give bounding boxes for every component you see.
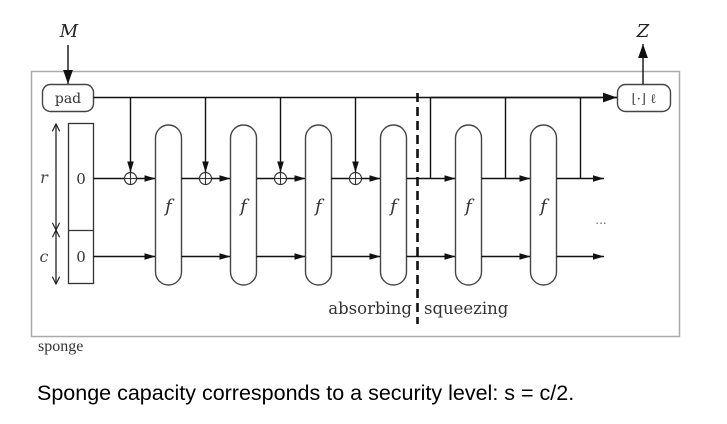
permutation-f-box xyxy=(379,124,408,286)
truncate-label: ⌊·⌋ ℓ xyxy=(632,92,657,107)
absorbing-label: absorbing xyxy=(328,299,412,318)
squeezing-label: squeezing xyxy=(424,299,509,318)
capacity-label: c xyxy=(40,247,49,266)
permutation-f-box xyxy=(529,124,558,286)
pad-label: pad xyxy=(55,91,81,107)
permutation-f-box xyxy=(154,124,183,286)
state-capacity-zero: 0 xyxy=(76,248,86,266)
initial-state: 0 0 xyxy=(67,122,95,285)
input-label-m: M xyxy=(59,21,79,42)
caption-text: Sponge capacity corresponds to a securit… xyxy=(37,381,575,405)
truncate-box: ⌊·⌋ ℓ xyxy=(616,83,672,113)
figure-label: sponge xyxy=(38,338,84,355)
permutation-f-box xyxy=(304,124,333,286)
sponge-frame xyxy=(30,70,681,338)
state-rate-zero: 0 xyxy=(76,170,86,188)
permutation-f-box xyxy=(454,124,483,286)
pad-box: pad xyxy=(41,83,95,113)
permutation-f-box xyxy=(229,124,258,286)
continuation-ellipsis: ... xyxy=(595,213,606,227)
output-label-z: Z xyxy=(636,21,650,42)
rate-label: r xyxy=(40,168,49,187)
